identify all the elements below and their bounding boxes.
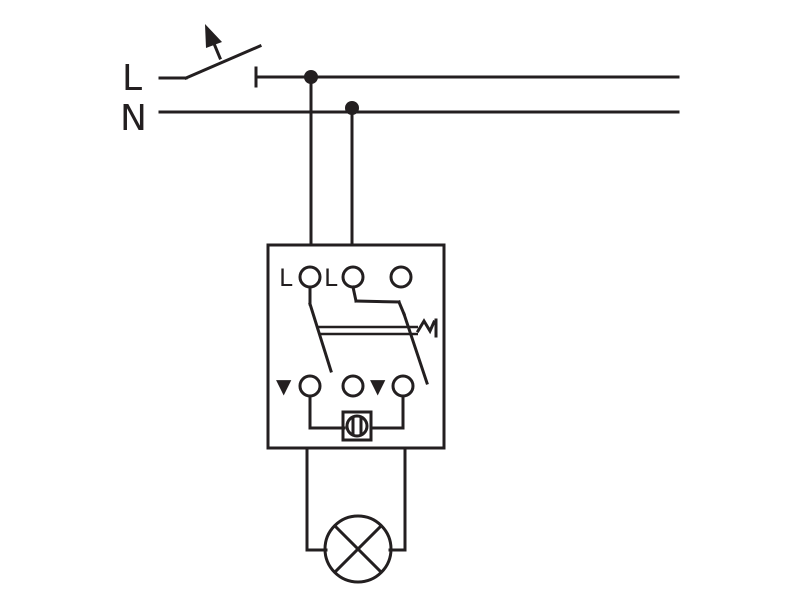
- terminal-bottom-1: [298, 374, 322, 398]
- switch-icon: [158, 24, 262, 88]
- terminal-bottom-3: [391, 374, 415, 398]
- terminal-label-l1: L: [279, 264, 293, 292]
- blade-left: [308, 302, 333, 373]
- lamp-icon: [323, 514, 393, 584]
- terminal-bottom-2: [341, 374, 365, 398]
- marker-lower-left: ▼: [276, 374, 292, 398]
- terminal-top-2: [341, 265, 365, 289]
- neutral-label: N: [120, 98, 147, 139]
- terminal-top-1: [298, 265, 322, 289]
- switch-device: L L ▼ ▼: [266, 243, 446, 450]
- blade-right: [402, 312, 429, 385]
- marker-lower-right: ▼: [370, 374, 386, 398]
- indicator-icon: [341, 410, 373, 442]
- line-label: L: [122, 58, 142, 99]
- terminal-label-l2: L: [324, 264, 338, 292]
- terminal-top-3: [389, 265, 413, 289]
